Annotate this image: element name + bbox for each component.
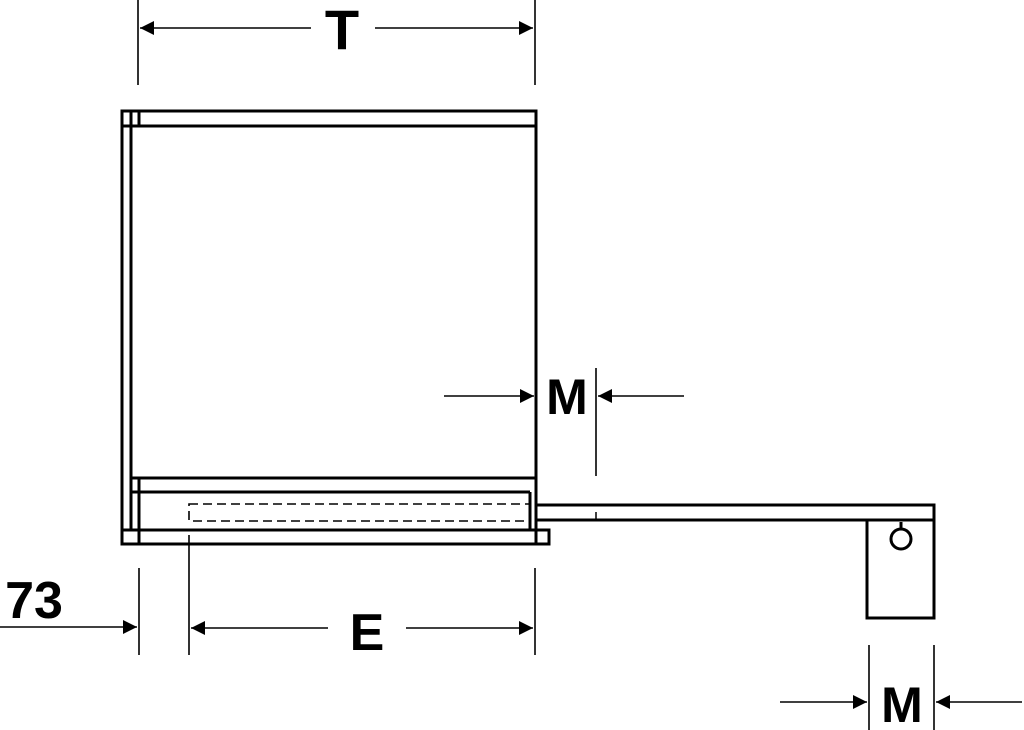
- runner-bracket: [865, 518, 936, 620]
- dimension-label-73: 73: [5, 572, 63, 630]
- dimension-label-m-side: M: [546, 369, 588, 425]
- dimension-e: [188, 535, 536, 655]
- dimension-m-side: [444, 368, 684, 476]
- dimension-m-bottom: [780, 645, 1022, 730]
- cabinet-outline: [120, 109, 551, 546]
- bracket-hole: [889, 522, 913, 551]
- dimension-label-t: T: [325, 0, 359, 61]
- extended-runner: [536, 503, 936, 620]
- dimension-t: [137, 0, 536, 85]
- cabinet-body: [120, 109, 538, 546]
- hidden-runner-dashed: [188, 503, 531, 522]
- dimension-label-m-bottom: M: [881, 677, 923, 730]
- runner-plate: [536, 528, 551, 546]
- dimension-73: [0, 568, 140, 655]
- dimension-label-e: E: [350, 604, 385, 662]
- runner-arm: [536, 503, 936, 522]
